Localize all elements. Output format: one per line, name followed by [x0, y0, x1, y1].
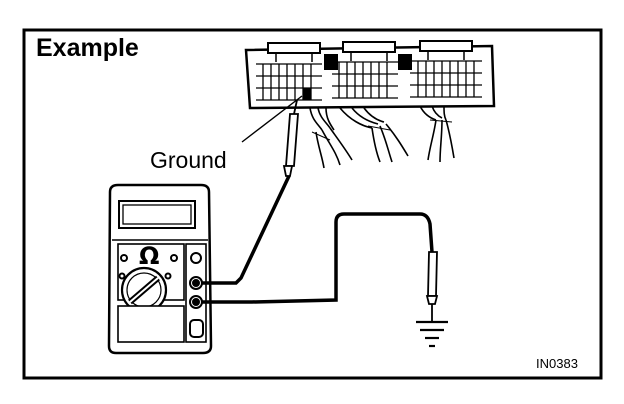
test-probe-icon	[282, 99, 299, 177]
ground-symbol-icon	[416, 320, 448, 348]
figure-code: IN0383	[536, 356, 578, 371]
ground-callout-line	[241, 95, 303, 143]
figure-frame	[22, 28, 603, 380]
test-leads	[201, 175, 434, 304]
ohm-symbol: Ω	[139, 242, 159, 270]
ecu-connector-icon	[244, 40, 496, 110]
ground-label: Ground	[150, 147, 227, 173]
multimeter-icon	[107, 183, 213, 355]
wire-harness	[309, 105, 455, 169]
figure-title: Example	[36, 34, 139, 62]
ground-probe-icon	[425, 251, 439, 322]
